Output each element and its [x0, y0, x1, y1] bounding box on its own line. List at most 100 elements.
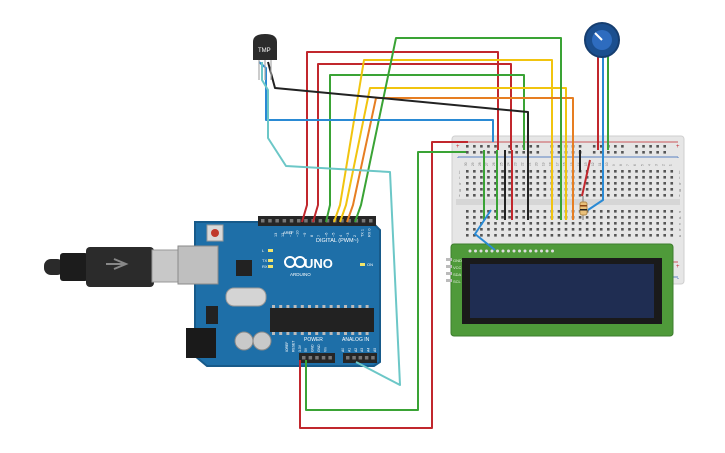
analog-pin-hole[interactable]	[364, 356, 369, 360]
breadboard-hole[interactable]	[635, 194, 638, 197]
breadboard-hole[interactable]	[614, 145, 617, 148]
breadboard-hole[interactable]	[508, 188, 511, 191]
breadboard-hole[interactable]	[585, 216, 589, 219]
breadboard-hole[interactable]	[599, 194, 603, 197]
breadboard-hole[interactable]	[536, 194, 540, 197]
breadboard-hole[interactable]	[635, 170, 638, 173]
breadboard-hole[interactable]	[642, 222, 645, 225]
breadboard-hole[interactable]	[663, 176, 666, 179]
breadboard-hole[interactable]	[529, 151, 533, 154]
breadboard-hole[interactable]	[557, 210, 561, 213]
breadboard-hole[interactable]	[480, 194, 483, 197]
breadboard-hole[interactable]	[543, 188, 547, 191]
breadboard-hole[interactable]	[557, 176, 561, 179]
breadboard-hole[interactable]	[670, 210, 674, 213]
breadboard-hole[interactable]	[649, 151, 652, 154]
breadboard-hole[interactable]	[515, 176, 518, 179]
breadboard-hole[interactable]	[557, 222, 561, 225]
breadboard-hole[interactable]	[656, 216, 659, 219]
breadboard-hole[interactable]	[642, 194, 645, 197]
breadboard-hole[interactable]	[592, 188, 596, 191]
breadboard-hole[interactable]	[614, 222, 617, 225]
breadboard-hole[interactable]	[628, 210, 631, 213]
breadboard-hole[interactable]	[557, 182, 561, 185]
breadboard-hole[interactable]	[656, 151, 659, 154]
breadboard-hole[interactable]	[635, 151, 638, 154]
breadboard-hole[interactable]	[614, 210, 617, 213]
breadboard-hole[interactable]	[614, 182, 617, 185]
breadboard-hole[interactable]	[515, 228, 518, 231]
breadboard-hole[interactable]	[571, 222, 575, 225]
breadboard-hole[interactable]	[578, 234, 582, 237]
breadboard-hole[interactable]	[670, 176, 674, 179]
breadboard-hole[interactable]	[628, 216, 631, 219]
breadboard-hole[interactable]	[614, 188, 617, 191]
breadboard-hole[interactable]	[487, 222, 490, 225]
analog-pin-hole[interactable]	[346, 356, 350, 360]
breadboard-hole[interactable]	[543, 234, 547, 237]
breadboard-hole[interactable]	[466, 210, 469, 213]
breadboard-hole[interactable]	[529, 188, 533, 191]
analog-pin-hole[interactable]	[371, 356, 375, 360]
breadboard-hole[interactable]	[515, 194, 518, 197]
breadboard-hole[interactable]	[473, 188, 476, 191]
breadboard-hole[interactable]	[564, 228, 568, 231]
breadboard-hole[interactable]	[628, 170, 631, 173]
breadboard-hole[interactable]	[642, 145, 645, 148]
breadboard-hole[interactable]	[592, 176, 596, 179]
breadboard-hole[interactable]	[635, 222, 638, 225]
lcd-pin[interactable]	[446, 279, 452, 282]
breadboard-hole[interactable]	[656, 228, 659, 231]
breadboard-hole[interactable]	[536, 145, 540, 148]
breadboard-hole[interactable]	[522, 182, 525, 185]
breadboard-hole[interactable]	[501, 222, 504, 225]
breadboard-hole[interactable]	[494, 145, 497, 148]
breadboard-hole[interactable]	[656, 182, 659, 185]
breadboard-hole[interactable]	[501, 234, 504, 237]
breadboard-hole[interactable]	[480, 188, 483, 191]
breadboard-hole[interactable]	[508, 145, 511, 148]
breadboard-hole[interactable]	[642, 170, 645, 173]
breadboard-hole[interactable]	[550, 228, 554, 231]
breadboard-hole[interactable]	[494, 170, 497, 173]
breadboard-hole[interactable]	[466, 234, 469, 237]
breadboard-hole[interactable]	[592, 194, 596, 197]
breadboard-hole[interactable]	[529, 210, 533, 213]
breadboard-hole[interactable]	[656, 145, 659, 148]
breadboard-hole[interactable]	[501, 228, 504, 231]
breadboard-hole[interactable]	[614, 194, 617, 197]
breadboard-hole[interactable]	[614, 234, 617, 237]
breadboard-hole[interactable]	[649, 170, 652, 173]
breadboard-hole[interactable]	[599, 182, 603, 185]
breadboard-hole[interactable]	[635, 210, 638, 213]
breadboard-hole[interactable]	[501, 194, 504, 197]
breadboard-hole[interactable]	[670, 170, 674, 173]
breadboard-hole[interactable]	[473, 222, 476, 225]
breadboard-hole[interactable]	[607, 151, 610, 154]
breadboard-hole[interactable]	[508, 216, 511, 219]
breadboard-hole[interactable]	[635, 216, 638, 219]
breadboard-hole[interactable]	[480, 216, 483, 219]
breadboard-hole[interactable]	[473, 170, 476, 173]
breadboard-hole[interactable]	[621, 222, 624, 225]
analog-pin-hole[interactable]	[358, 356, 363, 360]
breadboard-hole[interactable]	[487, 210, 490, 213]
breadboard-hole[interactable]	[571, 234, 575, 237]
breadboard-hole[interactable]	[614, 151, 617, 154]
breadboard-hole[interactable]	[501, 176, 504, 179]
breadboard-hole[interactable]	[585, 188, 589, 191]
breadboard-hole[interactable]	[635, 188, 638, 191]
breadboard-hole[interactable]	[614, 176, 617, 179]
breadboard-hole[interactable]	[508, 170, 511, 173]
breadboard-hole[interactable]	[663, 216, 666, 219]
breadboard-hole[interactable]	[621, 234, 624, 237]
breadboard-hole[interactable]	[543, 210, 547, 213]
breadboard-hole[interactable]	[599, 151, 603, 154]
breadboard-hole[interactable]	[473, 216, 476, 219]
breadboard-hole[interactable]	[494, 234, 497, 237]
breadboard-hole[interactable]	[592, 216, 596, 219]
breadboard-hole[interactable]	[571, 228, 575, 231]
breadboard-hole[interactable]	[621, 170, 624, 173]
breadboard-hole[interactable]	[635, 228, 638, 231]
breadboard-hole[interactable]	[663, 194, 666, 197]
